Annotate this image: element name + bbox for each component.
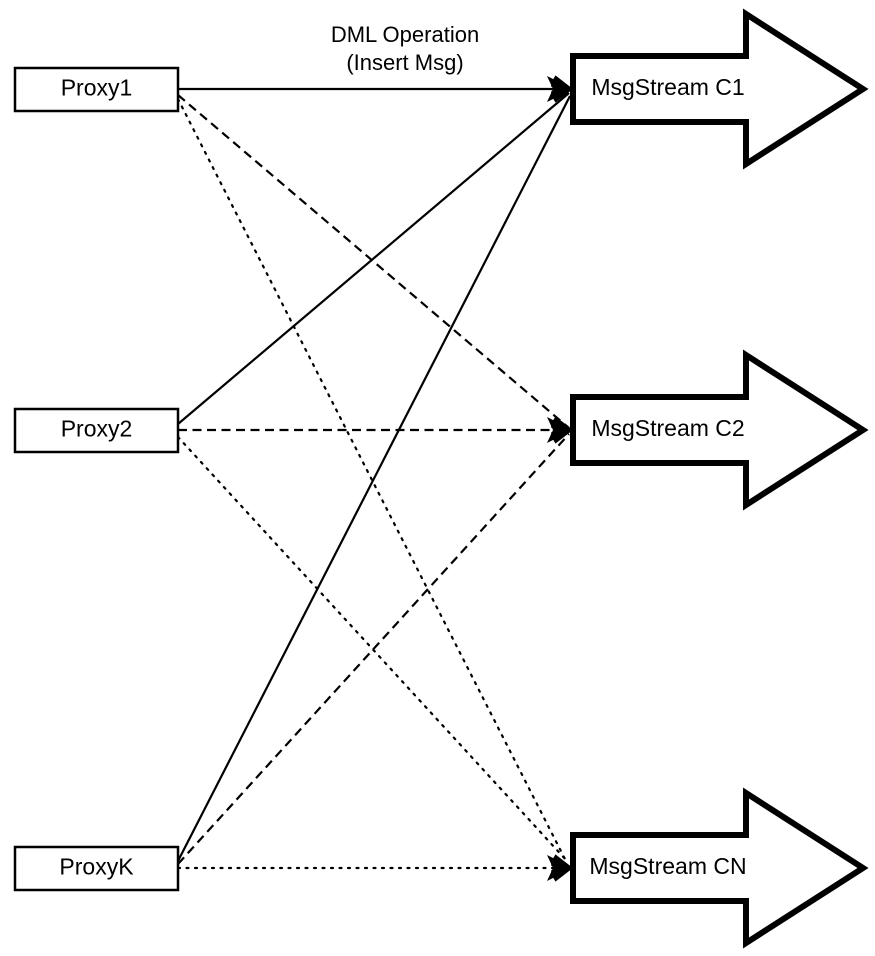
edge-label-insert-msg: (Insert Msg) <box>346 50 463 75</box>
proxy-label-proxy2: Proxy2 <box>61 416 133 442</box>
msgstream-arrow-shape-stream_cn[interactable] <box>570 787 869 949</box>
link-proxyk-c1 <box>177 95 571 862</box>
arrowhead-cn-spike-2 <box>550 859 573 868</box>
proxy-label-proxy1: Proxy1 <box>61 75 133 101</box>
arrowhead-c1-spike-3 <box>552 75 573 89</box>
proxy-node-proxy1[interactable]: Proxy1 <box>13 66 180 113</box>
msgstream-node-stream_c1[interactable]: MsgStream C1 <box>570 8 869 170</box>
link-proxy2-cn <box>176 435 569 863</box>
arrowhead-layer <box>547 75 573 882</box>
arrowhead-cn-spike-0 <box>552 868 573 882</box>
link-proxy1-c2 <box>177 94 570 429</box>
arrowhead-c1-spike-2 <box>550 80 573 89</box>
edge-label-dml-operation: DML Operation <box>331 22 479 47</box>
msgstream-label-stream_c2: MsgStream C2 <box>591 415 744 441</box>
arrowhead-c2-spike-0 <box>552 430 573 444</box>
msgstream-label-stream_c1: MsgStream C1 <box>591 74 744 100</box>
arrowhead-c1-spike-1 <box>550 89 573 98</box>
proxy-box-proxyk[interactable] <box>13 845 180 892</box>
proxy-box-proxy2[interactable] <box>13 407 180 454</box>
arrowhead-c2-spike-1 <box>550 430 573 439</box>
arrowhead-c2-spike-3 <box>552 416 573 430</box>
arrowhead-c1-spike-0 <box>552 89 573 103</box>
msgstream-node-stream_c2[interactable]: MsgStream C2 <box>570 349 869 511</box>
link-layer <box>176 87 571 870</box>
arrowhead-c1 <box>547 75 573 103</box>
proxy-node-proxy2[interactable]: Proxy2 <box>13 407 180 454</box>
arrowhead-c2-spike-2 <box>550 421 573 430</box>
arrowhead-cn-spike-1 <box>550 868 573 877</box>
link-proxyk-c2 <box>177 433 570 865</box>
link-proxy2-c1 <box>177 92 570 425</box>
proxy-box-proxy1[interactable] <box>13 66 180 113</box>
arrowhead-cn <box>547 854 573 882</box>
msgstream-arrow-shape-stream_c2[interactable] <box>570 349 869 511</box>
msgstream-label-stream_cn: MsgStream CN <box>589 853 746 879</box>
arrowhead-c2 <box>547 416 573 444</box>
link-proxy1-cn <box>176 97 569 865</box>
arrowhead-cn-spike-3 <box>552 854 573 868</box>
proxy-node-proxyk[interactable]: ProxyK <box>13 845 180 892</box>
msgstream-node-stream_cn[interactable]: MsgStream CN <box>570 787 869 949</box>
proxy-label-proxyk: ProxyK <box>59 854 134 880</box>
msgstream-arrow-shape-stream_c1[interactable] <box>570 8 869 170</box>
